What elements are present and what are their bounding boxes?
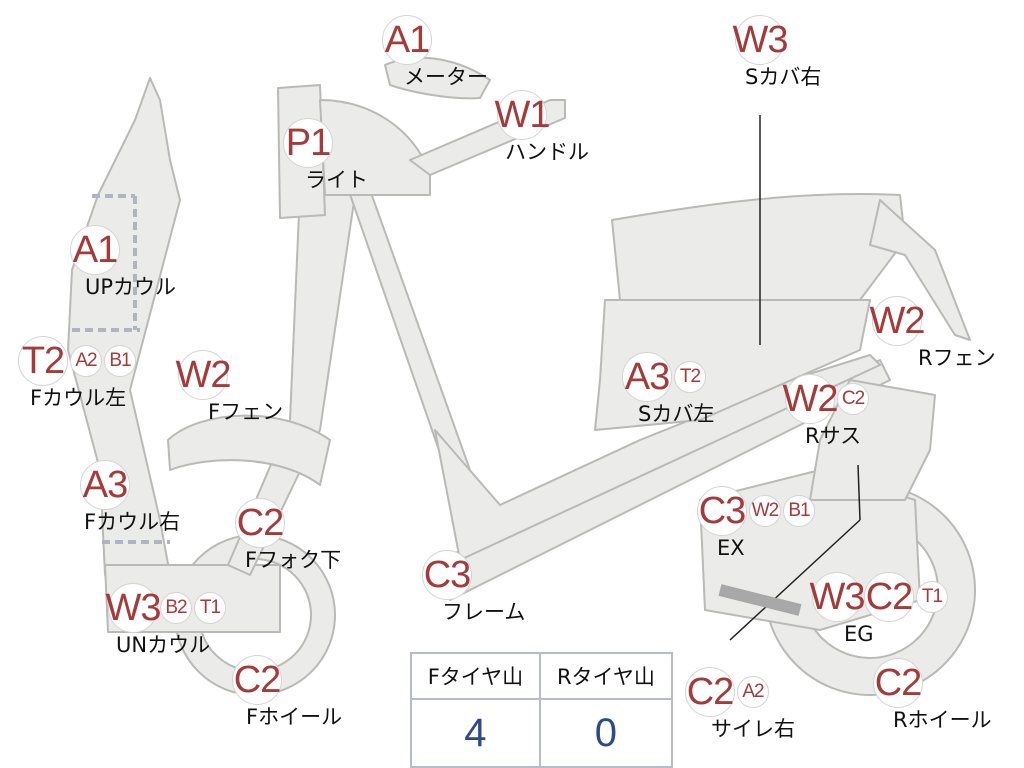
tire-tread-table: Fタイヤ山 Rタイヤ山 4 0	[410, 652, 674, 768]
part-label: Fフォク下	[245, 548, 342, 572]
part-label: Fフェン	[208, 400, 284, 424]
damage-badge: A2	[737, 676, 769, 708]
part-up-cowl[interactable]: A1 UPカウル	[70, 225, 176, 298]
part-f-wheel[interactable]: C2 Fホイール	[232, 655, 342, 728]
part-label: サイレ右	[711, 717, 795, 741]
damage-badge: C2	[232, 655, 282, 705]
damage-badge: C3	[422, 550, 472, 600]
damage-badge: T1	[916, 581, 948, 613]
damage-badge: C3	[697, 486, 747, 536]
part-label: Rサス	[805, 424, 862, 448]
part-label: ハンドル	[505, 140, 589, 164]
damage-badge: W1	[495, 90, 551, 140]
part-r-wheel[interactable]: C2 Rホイール	[873, 658, 992, 731]
part-label: Sカバ右	[745, 65, 822, 89]
part-label: メーター	[404, 65, 488, 89]
part-r-fender[interactable]: W2 Rフェン	[870, 296, 996, 370]
part-label: フレーム	[442, 600, 526, 624]
damage-badge: W2	[870, 296, 926, 346]
part-label: UPカウル	[85, 275, 177, 299]
front-tire-value: 4	[410, 698, 541, 768]
rear-tire-value: 0	[538, 698, 674, 768]
muffler-leader	[729, 519, 861, 641]
front-fender	[167, 414, 331, 486]
damage-badge: W2	[783, 374, 839, 424]
part-label: Sカバ左	[638, 402, 715, 426]
part-light[interactable]: P1 ライト	[283, 118, 368, 191]
part-label: EG	[844, 622, 874, 646]
front-tire-header: Fタイヤ山	[410, 652, 541, 700]
part-label: UNカウル	[116, 633, 211, 657]
part-label: ライト	[305, 168, 368, 192]
damage-badge: A3	[622, 352, 672, 402]
part-f-cowl-left[interactable]: T2 A2 B1 Fカウル左	[18, 336, 136, 409]
damage-badge: W3	[106, 583, 162, 633]
damage-badge: B2	[160, 592, 192, 624]
damage-badge: A1	[382, 15, 432, 65]
part-s-cover-left[interactable]: A3 T2 Sカバ左	[622, 352, 714, 425]
part-label: Rフェン	[918, 346, 996, 370]
damage-badge: A2	[70, 345, 102, 377]
damage-badge: W3	[810, 572, 866, 622]
damage-badge: P1	[283, 118, 333, 168]
part-meter[interactable]: A1 メーター	[382, 15, 488, 88]
part-s-cover-right[interactable]: W3 Sカバ右	[733, 15, 822, 89]
part-label: Fホイール	[246, 705, 343, 729]
damage-badge: C2	[873, 658, 923, 708]
r-suspension-leader	[857, 464, 861, 521]
part-engine[interactable]: W3 C2 T1 EG	[810, 572, 948, 646]
floor-body	[434, 354, 881, 561]
part-f-fender[interactable]: W2 Fフェン	[176, 350, 284, 424]
part-f-fork-lower[interactable]: C2 Fフォク下	[235, 498, 341, 571]
damage-badge: W3	[733, 15, 789, 65]
part-exhaust[interactable]: C3 W2 B1 EX	[697, 486, 815, 559]
rear-fender	[869, 199, 971, 341]
part-label: Fカウル左	[30, 386, 127, 410]
damage-badge: T2	[18, 336, 68, 386]
damage-badge: C2	[685, 667, 735, 717]
part-label: Rホイール	[893, 708, 992, 732]
part-handle[interactable]: W1 ハンドル	[495, 90, 589, 164]
damage-badge: W2	[176, 350, 232, 400]
frame-tube	[344, 179, 471, 477]
part-f-cowl-right[interactable]: A3 Fカウル右	[80, 460, 180, 533]
part-frame[interactable]: C3 フレーム	[422, 550, 525, 623]
damage-badge: A1	[70, 225, 120, 275]
damage-badge: T2	[674, 361, 706, 393]
damage-badge: C2	[864, 572, 914, 622]
seat	[611, 193, 906, 301]
damage-badge: C2	[837, 383, 869, 415]
part-label: EX	[717, 536, 745, 560]
damage-badge: A3	[80, 460, 130, 510]
part-r-suspension[interactable]: W2 C2 Rサス	[783, 374, 869, 448]
damage-badge: T1	[194, 592, 226, 624]
part-un-cowl[interactable]: W3 B2 T1 UNカウル	[106, 583, 226, 657]
damage-badge: B1	[783, 495, 815, 527]
damage-badge: C2	[235, 498, 285, 548]
exhaust-pipe	[718, 584, 802, 616]
part-label: Fカウル右	[84, 510, 181, 534]
damage-badge: B1	[104, 345, 136, 377]
damage-badge: W2	[749, 495, 781, 527]
rear-tire-header: Rタイヤ山	[538, 652, 674, 700]
part-muffler-right[interactable]: C2 A2 サイレ右	[685, 667, 795, 740]
